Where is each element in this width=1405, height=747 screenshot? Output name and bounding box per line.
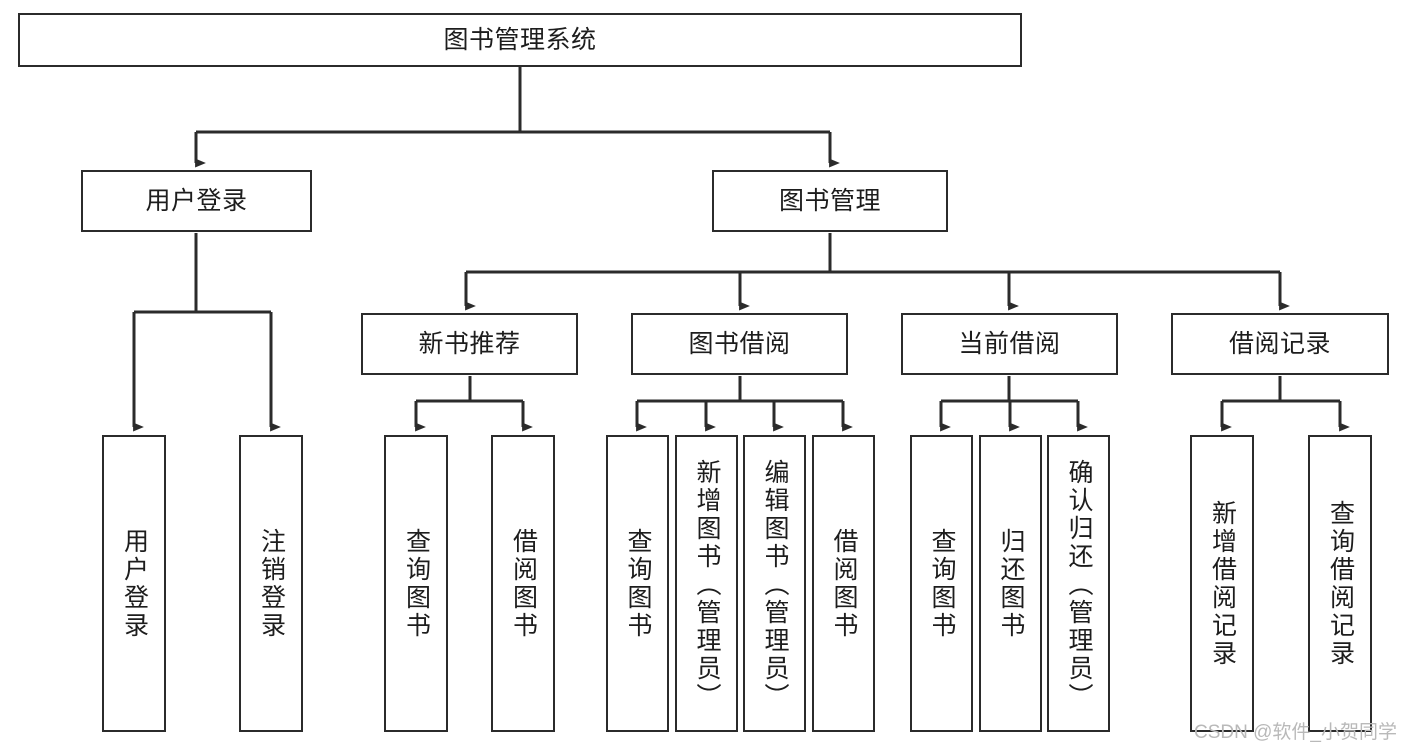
node-label: 借阅图书	[830, 527, 858, 640]
node-label: 借阅图书	[509, 527, 538, 640]
leaf-current-query-books[interactable]: 查询图书	[910, 435, 973, 732]
node-label: 借阅记录	[1228, 329, 1331, 358]
watermark-text: CSDN @软件_小贺同学	[1194, 722, 1397, 743]
node-label: 新书推荐	[418, 329, 521, 358]
node-book-management[interactable]: 图书管理	[712, 170, 948, 232]
leaf-borrow-query-books[interactable]: 查询图书	[606, 435, 669, 732]
node-label: 确认归还（管理员）	[1065, 458, 1093, 711]
leaf-record-add-borrow-record[interactable]: 新增借阅记录	[1190, 435, 1254, 732]
leaf-borrow-edit-book-admin[interactable]: 编辑图书（管理员）	[743, 435, 806, 732]
node-label: 编辑图书（管理员）	[761, 458, 789, 711]
node-label: 查询图书	[928, 527, 956, 640]
node-label: 用户登录	[120, 527, 149, 640]
node-current-borrowing[interactable]: 当前借阅	[901, 313, 1118, 375]
leaf-user-login-logout[interactable]: 注销登录	[239, 435, 303, 732]
leaf-record-query-borrow-record[interactable]: 查询借阅记录	[1308, 435, 1372, 732]
leaf-borrow-borrow-books[interactable]: 借阅图书	[812, 435, 875, 732]
node-label: 用户登录	[145, 186, 248, 215]
node-user-login[interactable]: 用户登录	[81, 170, 312, 232]
node-label: 查询借阅记录	[1326, 499, 1355, 668]
node-label: 图书借阅	[688, 329, 791, 358]
node-root-book-management-system[interactable]: 图书管理系统	[18, 13, 1022, 67]
node-label: 图书管理	[778, 186, 881, 215]
node-label: 当前借阅	[958, 329, 1061, 358]
leaf-current-return-books[interactable]: 归还图书	[979, 435, 1042, 732]
leaf-borrow-add-book-admin[interactable]: 新增图书（管理员）	[675, 435, 738, 732]
node-label: 归还图书	[997, 527, 1025, 640]
leaf-new-book-borrow-books[interactable]: 借阅图书	[491, 435, 555, 732]
node-new-book-recommendation[interactable]: 新书推荐	[361, 313, 578, 375]
node-label: 图书管理系统	[443, 25, 597, 54]
node-label: 查询图书	[402, 527, 431, 640]
leaf-new-book-query-books[interactable]: 查询图书	[384, 435, 448, 732]
leaf-user-login-login[interactable]: 用户登录	[102, 435, 166, 732]
node-label: 新增图书（管理员）	[693, 458, 721, 711]
node-book-borrowing[interactable]: 图书借阅	[631, 313, 848, 375]
leaf-current-confirm-return-admin[interactable]: 确认归还（管理员）	[1047, 435, 1110, 732]
node-borrowing-record[interactable]: 借阅记录	[1171, 313, 1389, 375]
node-label: 查询图书	[624, 527, 652, 640]
node-label: 新增借阅记录	[1208, 499, 1237, 668]
node-label: 注销登录	[257, 527, 286, 640]
